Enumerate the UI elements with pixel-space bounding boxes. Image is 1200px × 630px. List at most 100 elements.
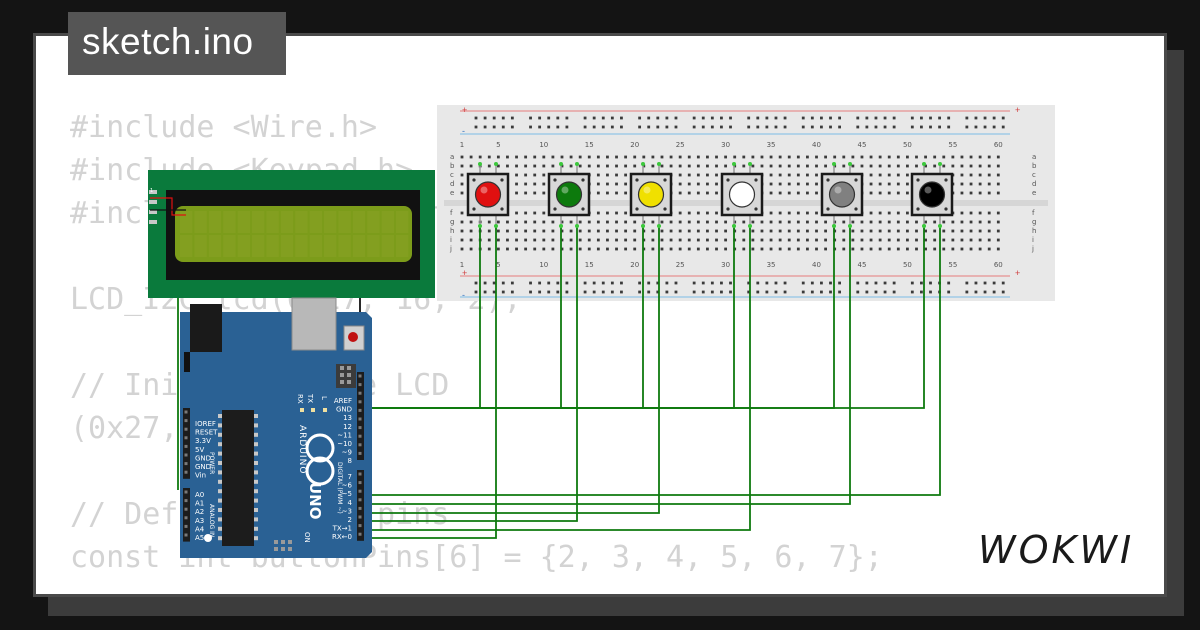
pushbuttons — [466, 162, 954, 228]
rail-minus-bottom: - — [462, 290, 465, 300]
power-pin-label: IOREF — [195, 420, 216, 428]
rail-plus-top-right: + — [1015, 105, 1020, 115]
analog-pin-label: A5 — [195, 534, 204, 542]
breadboard-column-number-bottom: 60 — [994, 261, 1003, 269]
digital-pin-label: 2 — [348, 516, 352, 524]
rail-minus-top: - — [462, 126, 465, 136]
analog-pin-label: A3 — [195, 517, 204, 525]
digital-pin-label: 12 — [343, 423, 352, 431]
breadboard-row-letter-left: f — [450, 209, 453, 217]
arduino-logo-text: ARDUINO — [297, 425, 307, 474]
breadboard-row-letter-right: g — [1032, 218, 1036, 226]
atmega-chip — [222, 410, 254, 546]
tx-label: TX — [306, 393, 314, 403]
breadboard-column-number-top: 25 — [676, 141, 685, 149]
wire-signal — [362, 226, 497, 539]
analog-pin-label: A1 — [195, 500, 204, 508]
breadboard-column-number-top: 55 — [948, 141, 957, 149]
pushbutton-yellow[interactable] — [629, 162, 673, 228]
breadboard-column-number-top: 5 — [496, 141, 500, 149]
breadboard-column-number-top: 1 — [460, 141, 464, 149]
power-pin-label: GND — [195, 454, 211, 462]
breadboard-row-letter-right: c — [1032, 171, 1036, 179]
usb-port — [291, 297, 337, 351]
breadboard-column-number-top: 50 — [903, 141, 912, 149]
icsp-header — [274, 366, 351, 551]
breadboard-column-number-top: 45 — [857, 141, 866, 149]
breadboard-row-letter-left: i — [450, 236, 452, 244]
digital-pin-label: 13 — [343, 414, 352, 422]
wire-signal — [362, 226, 851, 505]
power-pin-label: GND — [195, 463, 211, 471]
breadboard-row-letter-right: b — [1032, 162, 1037, 170]
lcd-character-cells — [180, 211, 409, 257]
wire-signal — [362, 226, 751, 531]
breadboard-column-number-bottom: 20 — [630, 261, 639, 269]
power-pin-label: Vin — [195, 472, 206, 480]
digital-pin-label: RX←0 — [332, 533, 352, 541]
wire-signal — [362, 226, 578, 522]
breadboard-row-letter-right: h — [1032, 227, 1036, 235]
breadboard-column-number-bottom: 55 — [948, 261, 957, 269]
digital-pin-label: TX→1 — [332, 525, 352, 533]
arduino-uno-board[interactable]: ARDUINO UNO ON L TX RX IOREFRESET3.3V5VG… — [180, 297, 372, 558]
breadboard-row-letter-left: b — [450, 162, 455, 170]
breadboard-column-number-bottom: 35 — [767, 261, 776, 269]
pushbutton-gray[interactable] — [820, 162, 864, 228]
digital-section-label: DIGITAL (PWM ~) — [336, 462, 343, 514]
wire-signal — [362, 226, 660, 514]
rail-plus-bottom-right: + — [1015, 268, 1020, 278]
arduino-infinity-logo — [305, 433, 335, 463]
power-section-label: POWER — [208, 452, 215, 474]
power-jack — [190, 304, 222, 352]
digital-pin-label: 7 — [348, 473, 352, 481]
wire-signal — [362, 226, 941, 496]
wires — [177, 200, 941, 539]
breadboard-column-number-bottom: 5 — [496, 261, 500, 269]
analog-pin-label: A2 — [195, 508, 204, 516]
breadboard-column-number-top: 40 — [812, 141, 821, 149]
analog-pin-label: A0 — [195, 491, 204, 499]
l-label: L — [320, 396, 328, 400]
pushbutton-black[interactable] — [910, 162, 954, 228]
breadboard-column-number-top: 20 — [630, 141, 639, 149]
power-pin-label: 5V — [195, 446, 204, 454]
sketch-title[interactable]: sketch.ino — [68, 12, 286, 75]
digital-pin-label: ~11 — [337, 431, 352, 439]
breadboard-column-number-bottom: 50 — [903, 261, 912, 269]
digital-pin-label: 4 — [348, 499, 353, 507]
digital-pin-label: ~9 — [342, 449, 352, 457]
wire-gnd — [362, 226, 925, 409]
power-pin-label: RESET — [195, 429, 218, 437]
digital-pin-label: GND — [336, 406, 352, 414]
breadboard-column-number-bottom: 40 — [812, 261, 821, 269]
rail-plus-bottom: + — [462, 268, 467, 278]
power-pin-label: 3.3V — [195, 437, 211, 445]
breadboard-column-number-top: 35 — [767, 141, 776, 149]
breadboard-labels: 1155101015152020252530303535404045455050… — [449, 141, 1037, 269]
arduino-header-pins — [183, 372, 364, 542]
digital-pin-label: AREF — [334, 397, 352, 405]
breadboard-column-number-top: 60 — [994, 141, 1003, 149]
lcd-module[interactable]: 1 — [148, 170, 435, 298]
breadboard-column-number-bottom: 45 — [857, 261, 866, 269]
breadboard-column-number-bottom: 15 — [585, 261, 594, 269]
breadboard-column-number-top: 10 — [539, 141, 548, 149]
breadboard-column-number-bottom: 1 — [460, 261, 464, 269]
breadboard-row-letter-right: a — [1032, 153, 1036, 161]
code-line: (0x27, — [70, 411, 179, 446]
pushbutton-green[interactable] — [547, 162, 591, 228]
lcd-i2c-pins: 1 — [149, 188, 157, 224]
digital-pin-label: ~10 — [337, 440, 352, 448]
code-line: const int buttonPins[6] = {2, 3, 4, 5, 6… — [70, 540, 883, 575]
breadboard-row-letter-left: c — [450, 171, 454, 179]
breadboard-column-number-bottom: 30 — [721, 261, 730, 269]
breadboard-row-letter-left: j — [449, 245, 452, 253]
rail-plus-top: + — [462, 105, 467, 115]
pushbutton-red[interactable] — [466, 162, 510, 228]
pushbutton-white[interactable] — [720, 162, 764, 228]
digital-pin-label: ~6 — [342, 482, 353, 490]
breadboard-column-number-top: 15 — [585, 141, 594, 149]
lcd-pin-number: 1 — [150, 188, 153, 194]
